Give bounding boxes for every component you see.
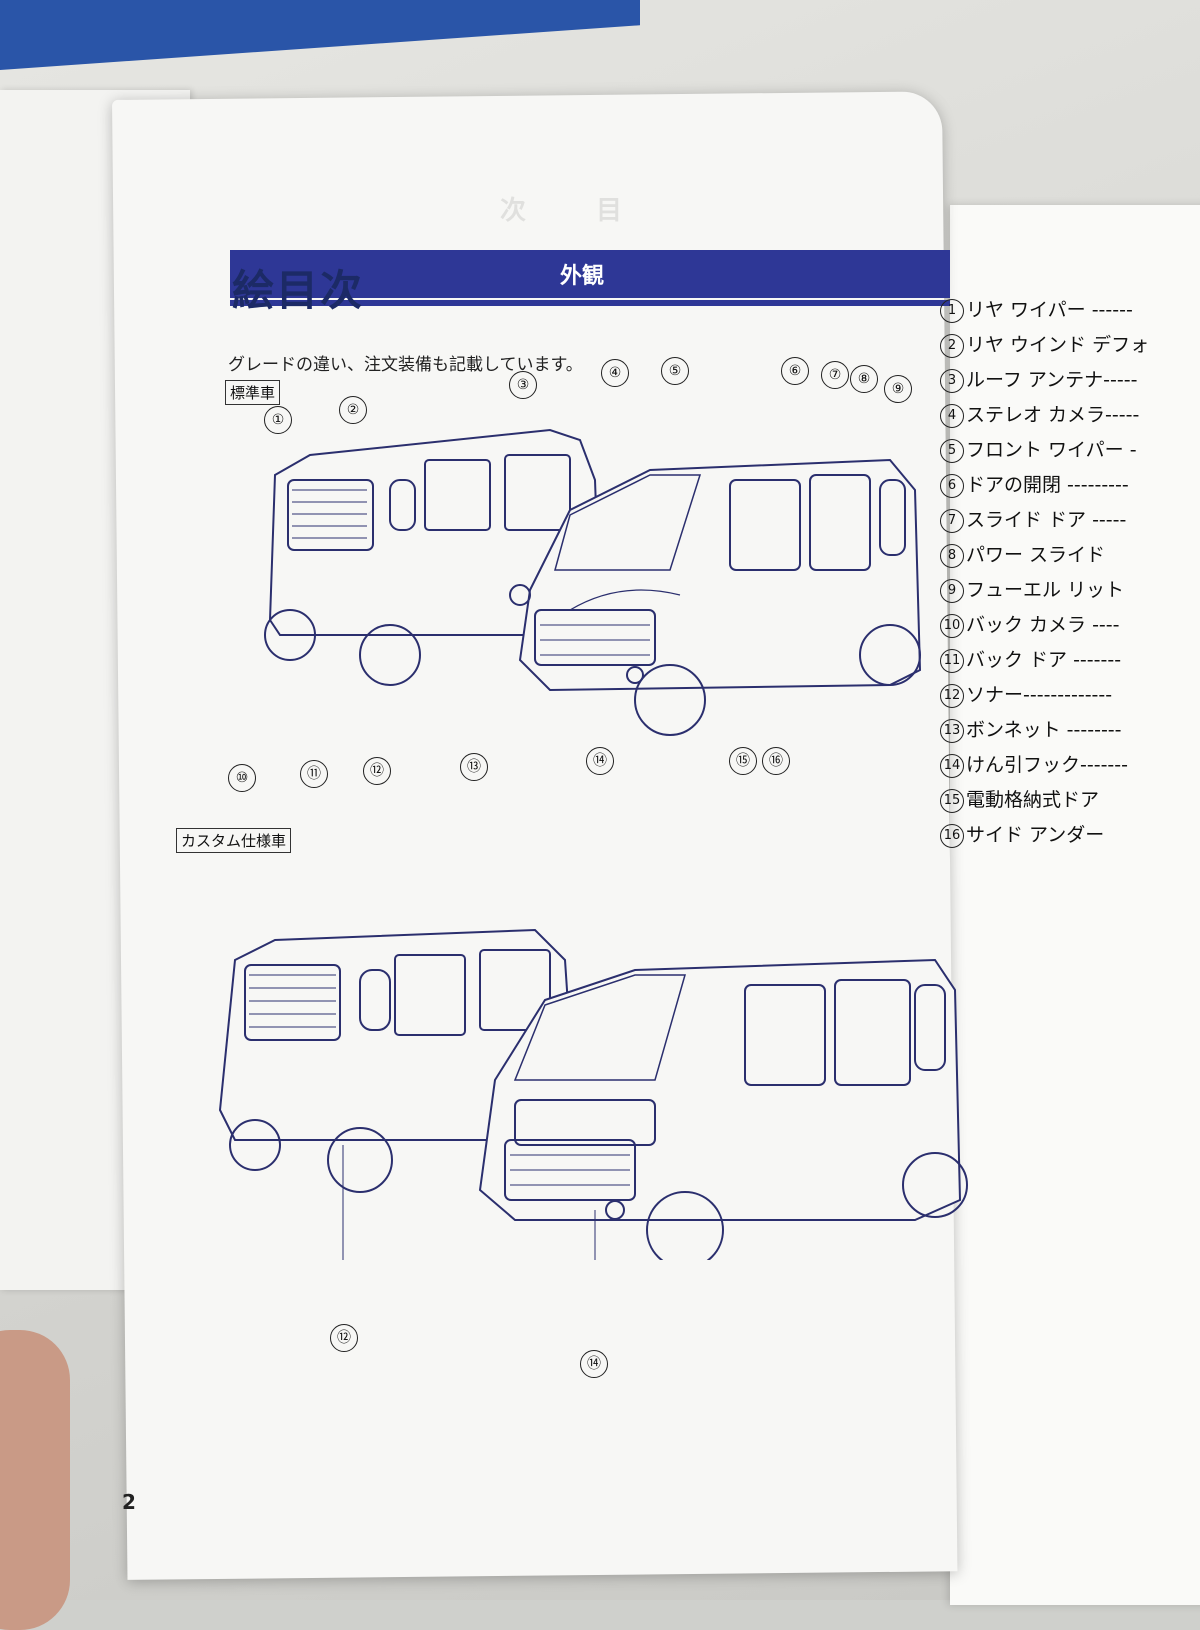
standard-variant-label: 標準車 — [225, 380, 281, 405]
custom-car-diagram — [218, 928, 968, 1260]
callout-4: ④ — [601, 359, 629, 387]
custom-callout-12: ⑫ — [330, 1324, 358, 1352]
facing-page — [950, 205, 1200, 1605]
section-title: 外観 — [560, 264, 605, 289]
callout-6: ⑥ — [781, 357, 809, 385]
callout-9: ⑨ — [884, 375, 912, 403]
custom-callout-14: ⑭ — [580, 1350, 608, 1378]
custom-variant-label: カスタム仕様車 — [176, 828, 292, 853]
page-number: 2 — [122, 1490, 136, 1514]
callout-1: ① — [264, 406, 292, 434]
callout-7: ⑦ — [821, 361, 849, 389]
callout-11: ⑪ — [300, 760, 328, 788]
callout-12: ⑫ — [363, 757, 391, 785]
header-rule — [230, 300, 950, 306]
callout-15: ⑮ — [729, 747, 757, 775]
bleed-through-text: 次 目 — [500, 196, 629, 226]
callout-16: ⑯ — [762, 747, 790, 775]
callout-14: ⑭ — [586, 747, 614, 775]
callout-2: ② — [339, 396, 367, 424]
thumb — [0, 1330, 70, 1630]
callout-5: ⑤ — [661, 357, 689, 385]
callout-3: ③ — [509, 371, 537, 399]
page-title: 絵目次 — [232, 266, 365, 315]
callout-10: ⑩ — [228, 764, 256, 792]
section-header-bar: 外観 — [230, 250, 950, 298]
page-subtitle: グレードの違い、注文装備も記載しています。 — [228, 355, 583, 375]
callout-13: ⑬ — [460, 753, 488, 781]
standard-car-diagram — [264, 428, 922, 736]
callout-8: ⑧ — [850, 365, 878, 393]
